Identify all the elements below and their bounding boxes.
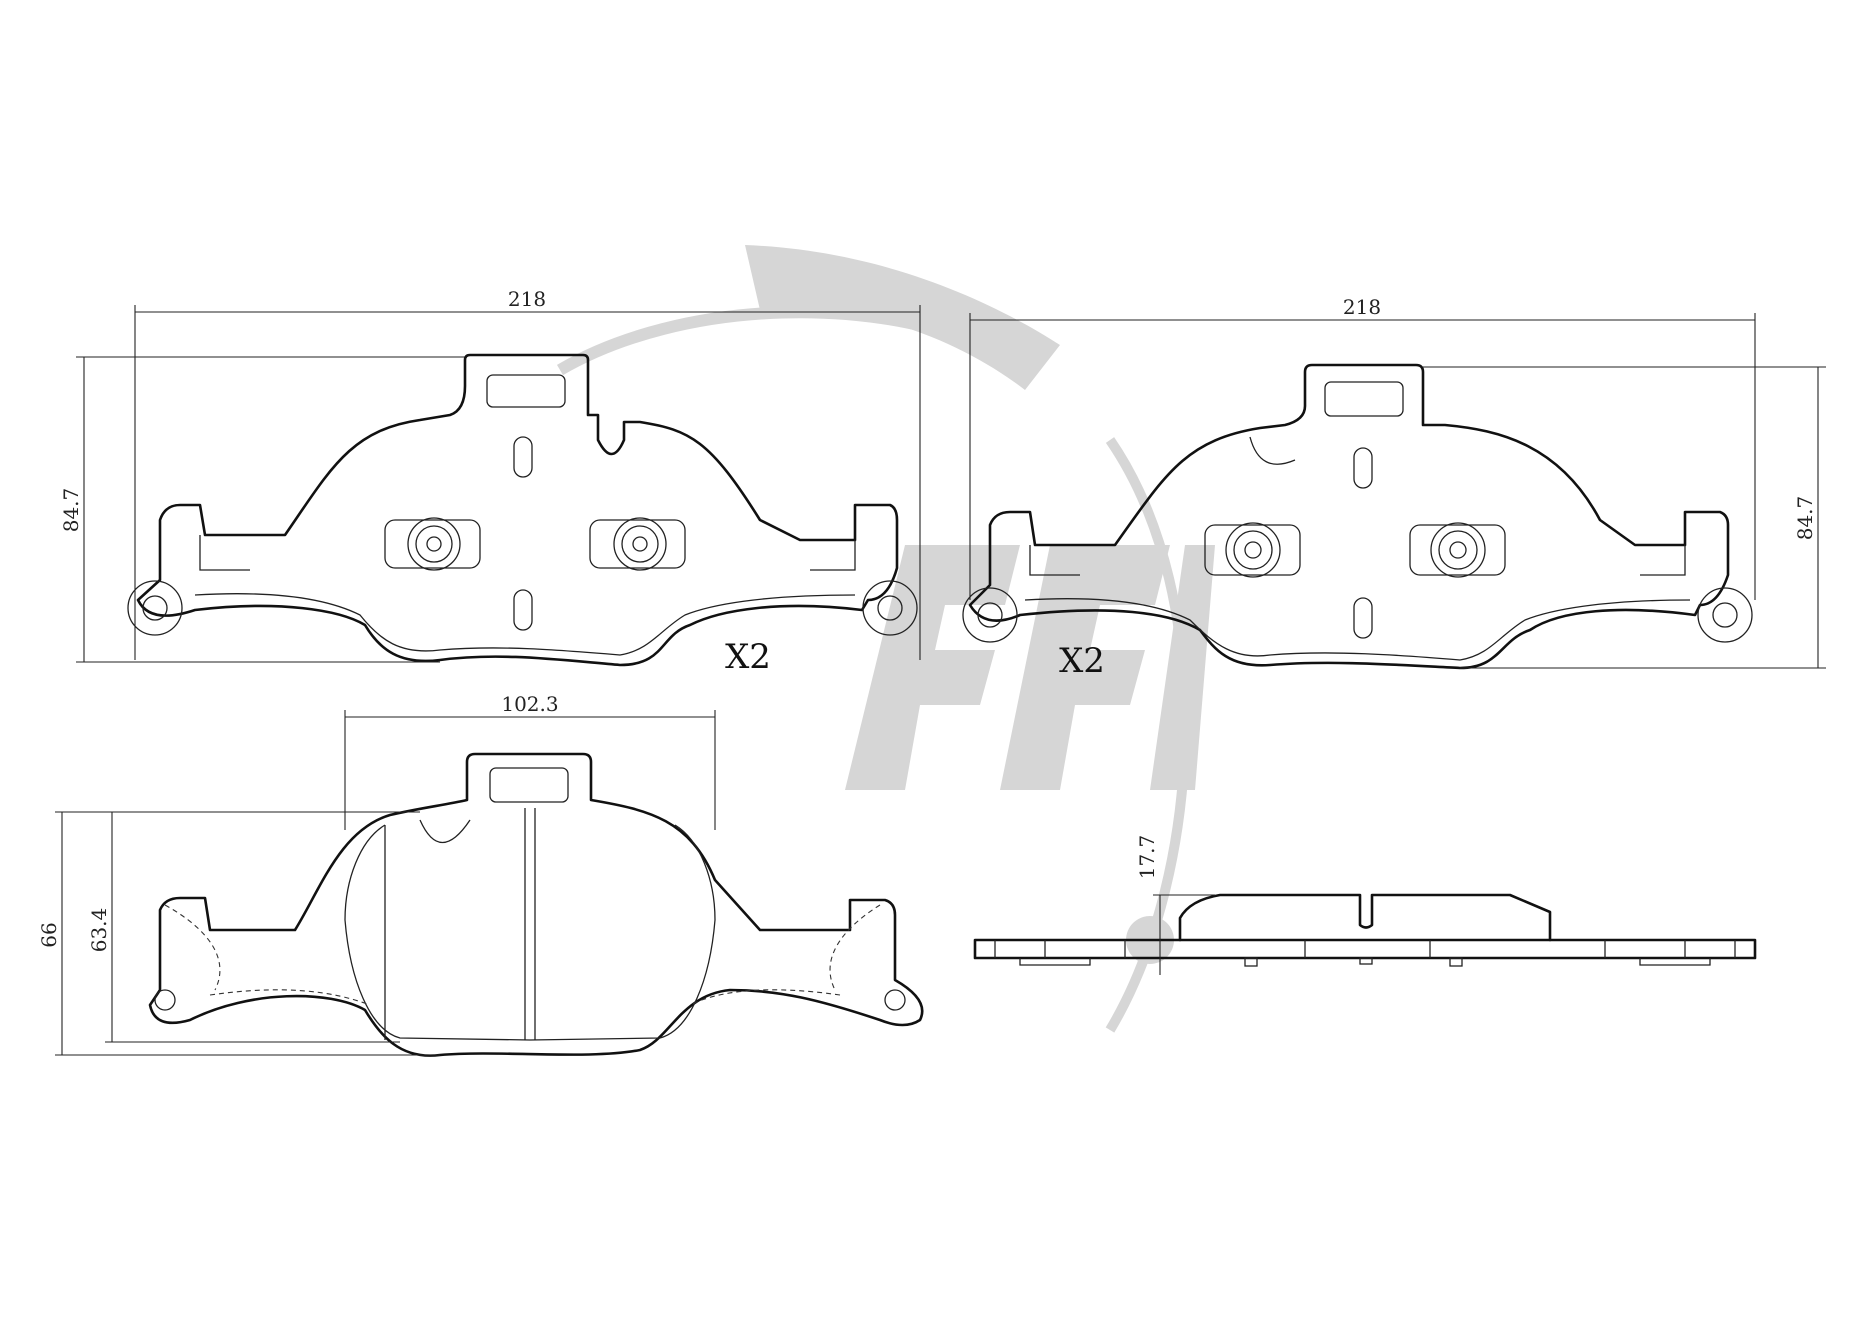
pad-b-notch (1249, 436, 1296, 465)
pad-a-slot-top (513, 436, 533, 478)
pad-b-drawing (962, 363, 1753, 670)
pad-b-tab-slot (1324, 381, 1404, 417)
dim-pad-a-height-label: 84.7 (59, 488, 83, 533)
view-c-eye-right (884, 989, 906, 1011)
view-c-outline (148, 752, 924, 1057)
pad-b-eye-left (962, 587, 1018, 643)
dim-view-c-height-inner: 63.4 (87, 812, 400, 1043)
pad-a-pin-right (589, 517, 686, 571)
pad-a-slot-bottom (513, 589, 533, 631)
pad-a-drawing (127, 353, 918, 667)
dim-pad-b-width-label: 218 (1343, 295, 1381, 319)
dim-view-c-height-outer-label: 66 (37, 922, 61, 947)
pad-a-tab-slot (486, 374, 566, 408)
dim-view-c-height-inner-label: 63.4 (87, 908, 111, 953)
dim-pad-a-width-label: 218 (508, 287, 546, 311)
pad-a-quantity: X2 (725, 637, 771, 677)
pad-b-lower-edge (1024, 598, 1691, 661)
side-view-friction (1178, 893, 1552, 942)
pad-a-eye-right (862, 580, 918, 636)
view-c-tab-slot (489, 767, 569, 803)
dim-view-c-width: 102.3 (344, 692, 716, 830)
view-c-friction-left (344, 824, 531, 1041)
dim-view-c-height-outer: 66 (37, 811, 440, 1056)
pad-a-lower-edge (194, 593, 856, 656)
dim-pad-a-height: 84.7 (59, 356, 465, 663)
pad-b-quantity: X2 (1059, 641, 1105, 681)
pad-b-slot-bottom (1353, 597, 1373, 639)
dim-pad-b-height: 84.7 (1423, 366, 1826, 669)
side-view-backing (973, 938, 1757, 960)
dim-pad-a-width: 218 (134, 287, 921, 660)
pad-b-pin-right (1409, 522, 1506, 578)
watermark-logo (556, 245, 1215, 1033)
view-c-notch (419, 819, 471, 844)
dim-pad-b-width: 218 (969, 295, 1756, 600)
pad-a-pin-left (384, 517, 481, 571)
dim-pad-b-height-label: 84.7 (1793, 496, 1817, 541)
pad-b-pin-left (1204, 522, 1301, 578)
view-c-eye-left (154, 989, 176, 1011)
pad-a-outline (136, 353, 899, 667)
dim-view-c-width-label: 102.3 (501, 692, 558, 716)
pad-b-outline (968, 363, 1730, 670)
side-view-drawing (973, 893, 1757, 967)
pad-a-eye-left (127, 580, 183, 636)
dim-thickness-label: 17.7 (1135, 835, 1159, 880)
pad-b-slot-top (1353, 447, 1373, 489)
dim-thickness: 17.7 (1135, 835, 1215, 975)
view-c-drawing (148, 752, 924, 1057)
pad-b-eye-right (1697, 587, 1753, 643)
view-c-friction-right (529, 824, 716, 1041)
